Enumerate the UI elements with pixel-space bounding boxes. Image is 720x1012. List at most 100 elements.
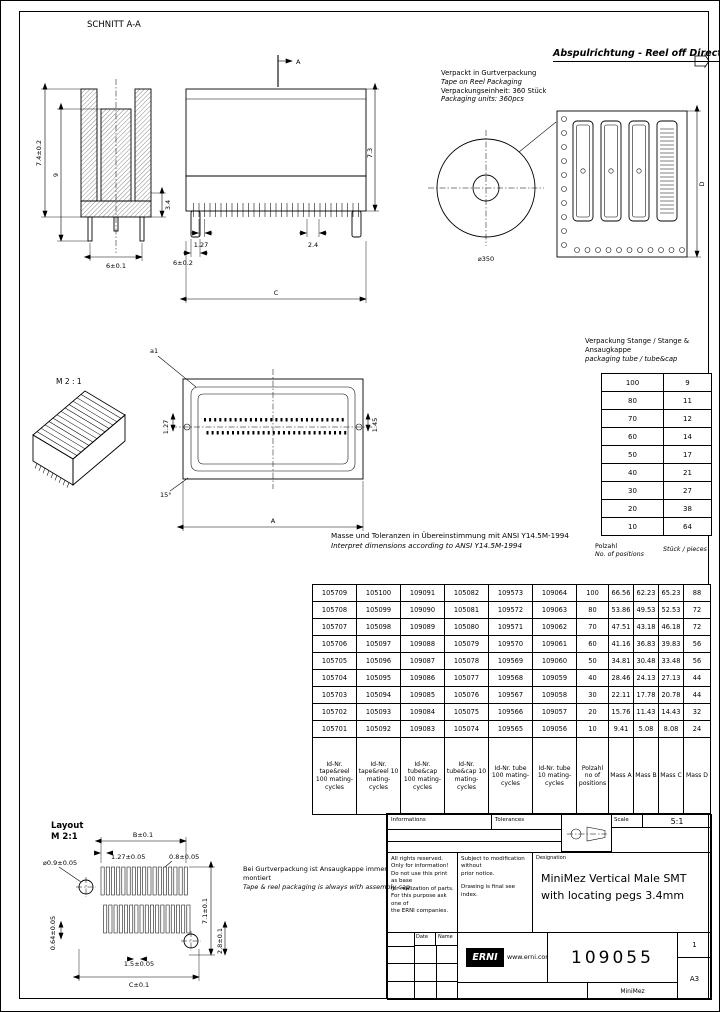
cell: 60	[576, 635, 609, 653]
dim-label: 1.27	[162, 420, 170, 434]
cell: 88	[683, 584, 711, 602]
cell: 46.18	[658, 618, 684, 636]
pad-row-bottom	[103, 904, 191, 934]
cell: 109063	[532, 601, 577, 619]
packaging-note-de1: Verpackt in Gurtverpackung	[441, 69, 537, 77]
scale-label-cell: Scale	[611, 814, 643, 828]
cell: 109083	[400, 720, 445, 738]
reel-off-arrow-icon	[694, 53, 710, 69]
cap-note-en: Tape & reel packaging is always with ass…	[243, 882, 410, 891]
cell: 27.13	[658, 669, 684, 687]
sig-empty-cell	[388, 933, 415, 947]
sig-row-divider	[388, 963, 457, 964]
cell: 5.08	[633, 720, 659, 738]
cell: 105097	[356, 635, 401, 653]
cell: 72	[683, 601, 711, 619]
mod-line: Subject to modification without	[461, 856, 525, 870]
dim-label: A	[271, 517, 276, 525]
pad-row-top	[100, 866, 188, 896]
dim-label: D	[698, 181, 706, 186]
tube-table-title-de: Verpackung Stange / Stange & Ansaugkappe	[585, 337, 690, 354]
cell: 22.11	[608, 686, 634, 704]
cell: 105075	[444, 703, 489, 721]
cell: 28.46	[608, 669, 634, 687]
cell: 11	[663, 391, 712, 410]
cell: 80	[601, 391, 664, 410]
cell: 105702	[312, 703, 357, 721]
iso-scale-label: M 2 : 1	[56, 377, 82, 386]
dim-label: 7.1±0.1	[201, 898, 209, 924]
cell: 109084	[400, 703, 445, 721]
cell: 109058	[532, 686, 577, 704]
cell: 105093	[356, 703, 401, 721]
cell: 109090	[400, 601, 445, 619]
bottom-strip-empty	[457, 982, 588, 1000]
cell: 20	[601, 499, 664, 518]
tube-table-footer-positions: Polzahl No. of positions	[595, 543, 661, 559]
packaging-note-en2: Packaging units: 360pcs	[441, 95, 524, 104]
cell: 8.08	[658, 720, 684, 738]
column-header: Id-Nr. tube 10 mating-cycles	[532, 737, 577, 815]
cell: 105094	[356, 686, 401, 704]
cell: 105074	[444, 720, 489, 738]
mod-line: prior notice.	[461, 870, 495, 877]
reel-view: ⌀350	[428, 121, 557, 263]
ansi-note-de: Masse und Toleranzen in Übereinstimmung …	[331, 531, 569, 540]
scale-value-cell: 5:1	[642, 814, 712, 828]
column-header: Id-Nr. tape&reel 10 mating-cycles	[356, 737, 401, 815]
cell: 11.43	[633, 703, 659, 721]
cell: 30	[576, 686, 609, 704]
column-header: Polzahl no of positions	[576, 737, 609, 815]
reel-off-direction-label: Abspulrichtung - Reel off Direction	[553, 48, 719, 62]
cell: 52.53	[658, 601, 684, 619]
legal-line: Do not use this print as base	[391, 870, 448, 885]
section-view: 7.4±0.2 9 3.4 6±0.1	[35, 79, 172, 270]
packaging-note-de2: Verpackungseinheit: 360 Stück	[441, 86, 547, 95]
designation-cell: Designation MiniMez Vertical Male SMT wi…	[532, 852, 712, 933]
cell: 109572	[488, 601, 533, 619]
revision-divider	[388, 841, 561, 842]
cell: 20	[576, 703, 609, 721]
title-block: Informations Tolerances Scale 5:1 All ri…	[386, 813, 712, 1000]
cell: 32	[683, 703, 711, 721]
sig-col-divider	[436, 946, 437, 999]
cell: 43.18	[633, 618, 659, 636]
tape-strip-view: D	[556, 104, 706, 258]
cell: 15.76	[608, 703, 634, 721]
layout-label-text: Layout	[51, 821, 84, 831]
legal-line: for realization of parts.	[391, 885, 454, 892]
cap-note: Bei Gurtverpackung ist Ansaugkappe immer…	[243, 865, 413, 891]
tube-table-title-en: packaging tube / tube&cap	[585, 354, 678, 363]
cell: 44	[683, 669, 711, 687]
cell: 109062	[532, 618, 577, 636]
dim-label: 1.5±0.05	[124, 960, 154, 968]
cell: 109571	[488, 618, 533, 636]
cell: 10	[576, 720, 609, 738]
cell: 41.16	[608, 635, 634, 653]
projection-symbol-icon	[567, 826, 607, 842]
cell: 80	[576, 601, 609, 619]
cell: 30	[601, 481, 664, 500]
cell: 105706	[312, 635, 357, 653]
isometric-view	[32, 390, 126, 488]
cell: 27	[663, 481, 712, 500]
column-header: Mass C	[658, 737, 684, 815]
cell: 105082	[444, 584, 489, 602]
format-cell: A3	[677, 957, 712, 1000]
legal-line: All rights reserved.	[391, 856, 444, 862]
cell: 38	[663, 499, 712, 518]
column-header: Id-Nr. tape&reel 100 mating-cycles	[312, 737, 357, 815]
product-cell: MiniMez	[587, 982, 678, 1000]
cell: 56	[683, 652, 711, 670]
cell: 109061	[532, 635, 577, 653]
dim-label: ⌀0.9±0.05	[43, 859, 77, 867]
cell: 30.48	[633, 652, 659, 670]
